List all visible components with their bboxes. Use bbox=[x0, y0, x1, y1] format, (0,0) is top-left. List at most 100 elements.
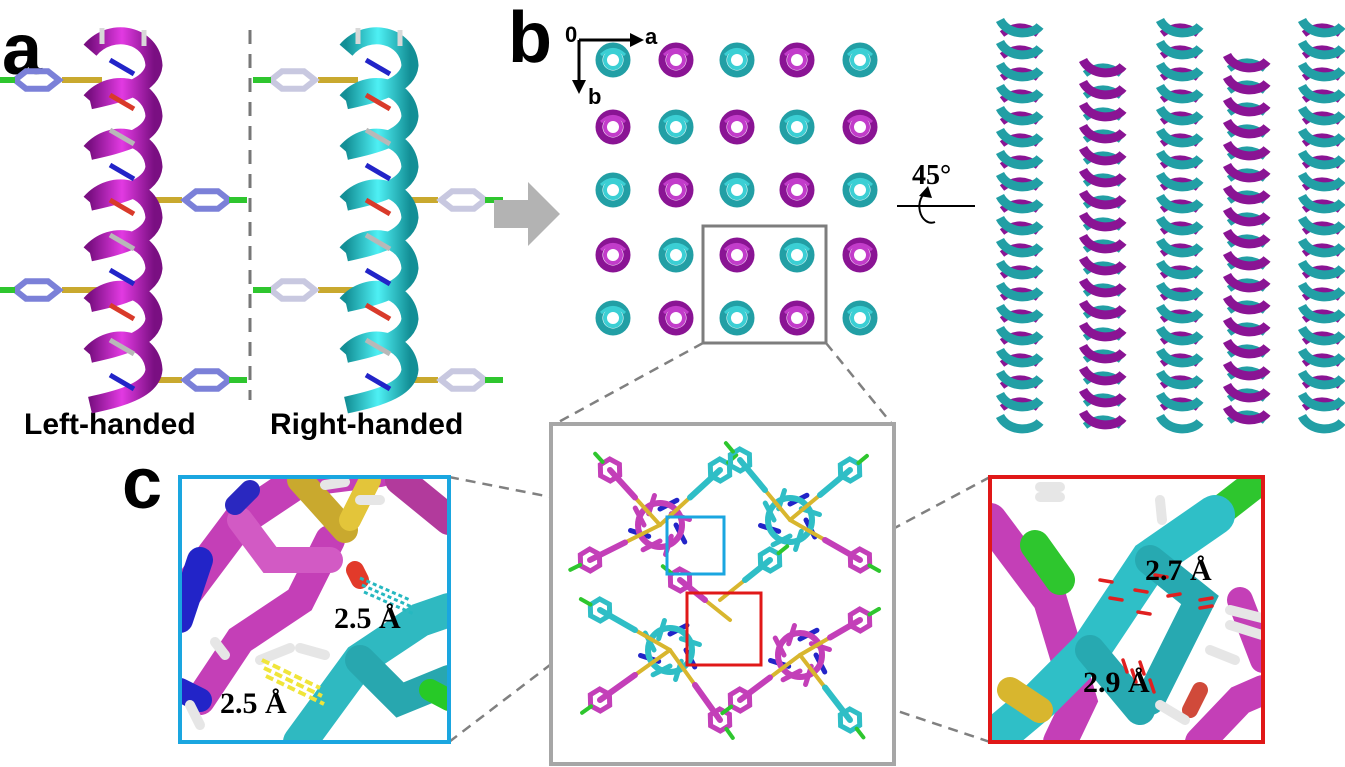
packing-bond bbox=[607, 467, 638, 501]
packing-bond bbox=[827, 617, 863, 641]
backbone-stick bbox=[108, 267, 136, 287]
backbone-stick bbox=[364, 372, 392, 392]
lattice-helix-left bbox=[779, 300, 815, 336]
lattice-helix-left bbox=[719, 237, 755, 273]
backbone-stick bbox=[364, 92, 392, 112]
blue-distance-bottom: 2.5 Å bbox=[220, 687, 287, 720]
packing-bond bbox=[737, 457, 768, 493]
packing-bond bbox=[633, 628, 672, 652]
unit-cell-axes: 0 a b bbox=[565, 22, 658, 109]
side-view-helix-column bbox=[995, 17, 1044, 434]
axis-b-label: b bbox=[588, 84, 601, 109]
phenyl-ring bbox=[180, 368, 234, 392]
packing-phenyl-ring bbox=[727, 446, 753, 474]
packing-bond bbox=[788, 518, 827, 542]
packing-bond bbox=[822, 537, 863, 563]
packing-bond bbox=[763, 488, 792, 522]
packing-bond bbox=[817, 467, 853, 498]
origin-label: 0 bbox=[565, 22, 577, 47]
packing-bond bbox=[587, 539, 628, 563]
red-distance-top: 2.7 Å bbox=[1145, 554, 1212, 587]
backbone-stick bbox=[364, 267, 392, 287]
backbone-stick bbox=[108, 337, 136, 357]
packing-phenyl-ring bbox=[837, 706, 863, 734]
packing-bond bbox=[867, 563, 882, 573]
backbone-stick bbox=[108, 302, 136, 322]
packing-bond bbox=[724, 726, 735, 740]
lattice-helix-left bbox=[595, 109, 631, 145]
phenyl-ring bbox=[10, 68, 64, 92]
lattice-helix-right bbox=[842, 300, 878, 336]
lattice-helix-right bbox=[658, 237, 694, 273]
right-handed-caption: Right-handed bbox=[270, 408, 464, 441]
packing-bond bbox=[723, 441, 735, 454]
backbone-stick bbox=[108, 162, 136, 182]
packing-bond bbox=[633, 648, 672, 677]
packing-bond bbox=[788, 493, 822, 522]
packing-phenyl-ring bbox=[847, 546, 873, 574]
packing-bond bbox=[856, 453, 869, 465]
backbone-stick bbox=[364, 337, 392, 357]
packing-bond bbox=[597, 672, 638, 703]
lattice-helix-right bbox=[842, 172, 878, 208]
backbone-stick bbox=[364, 232, 392, 252]
phenyl-ring bbox=[266, 278, 320, 302]
packing-bond bbox=[668, 648, 697, 687]
lattice-helix-right bbox=[719, 300, 755, 336]
packing-bond bbox=[703, 598, 732, 622]
backbone-stick bbox=[108, 57, 136, 77]
lattice-helix-left bbox=[658, 172, 694, 208]
red-region-marker bbox=[685, 591, 763, 667]
backbone-stick bbox=[108, 232, 136, 252]
backbone-stick bbox=[364, 162, 392, 182]
lattice-helix-right bbox=[719, 42, 755, 78]
blue-detail-panel: 2.5 Å 2.5 Å bbox=[178, 475, 451, 744]
lattice-helix-right bbox=[719, 172, 755, 208]
packing-bond bbox=[822, 684, 853, 723]
lattice-helix-left bbox=[658, 300, 694, 336]
lattice-helix-left bbox=[595, 237, 631, 273]
helix-columns-side-view bbox=[995, 17, 1345, 434]
phenyl-ring bbox=[180, 188, 234, 212]
lattice-helix-left bbox=[719, 109, 755, 145]
packing-bond bbox=[776, 544, 790, 556]
packing-bond bbox=[768, 653, 802, 680]
lattice-helix-right bbox=[779, 109, 815, 145]
backbone-stick bbox=[108, 92, 136, 112]
lattice-helix-left bbox=[779, 42, 815, 78]
packing-bond bbox=[677, 577, 708, 603]
left-handed-helix bbox=[0, 27, 247, 414]
packing-bond bbox=[854, 726, 866, 740]
side-view-helix-column bbox=[1078, 57, 1127, 430]
packing-bond bbox=[623, 523, 662, 545]
backbone-stick bbox=[364, 57, 392, 77]
packing-bond bbox=[798, 653, 827, 690]
panel-label-b: b bbox=[508, 0, 552, 78]
lattice-selection-box bbox=[701, 224, 828, 345]
lattice-helix-right bbox=[595, 42, 631, 78]
phenyl-ring bbox=[436, 188, 490, 212]
blue-distance-top: 2.5 Å bbox=[334, 602, 401, 635]
backbone-stick bbox=[108, 197, 136, 217]
transition-arrow bbox=[494, 182, 560, 246]
lattice-helix-left bbox=[779, 172, 815, 208]
rotation-indicator: 45° bbox=[897, 160, 975, 224]
helix-lattice-top-view bbox=[595, 42, 878, 336]
side-view-helix-column bbox=[1297, 17, 1345, 434]
red-distance-bottom: 2.9 Å bbox=[1083, 666, 1150, 699]
packing-core bbox=[775, 630, 825, 680]
backbone-stick bbox=[364, 197, 392, 217]
packing-bond bbox=[718, 578, 747, 602]
packing-bond bbox=[720, 704, 734, 716]
packing-bond bbox=[593, 451, 605, 464]
backbone-stick bbox=[364, 302, 392, 322]
crystal-packing-zoom bbox=[549, 422, 896, 766]
packing-bond bbox=[597, 607, 638, 633]
packing-bond bbox=[742, 557, 773, 583]
blue-region-marker bbox=[665, 515, 726, 576]
packing-core bbox=[765, 495, 815, 545]
red-detail-panel: 2.7 Å 2.9 Å bbox=[988, 475, 1265, 744]
lattice-helix-left bbox=[658, 42, 694, 78]
right-handed-helix bbox=[253, 27, 503, 414]
